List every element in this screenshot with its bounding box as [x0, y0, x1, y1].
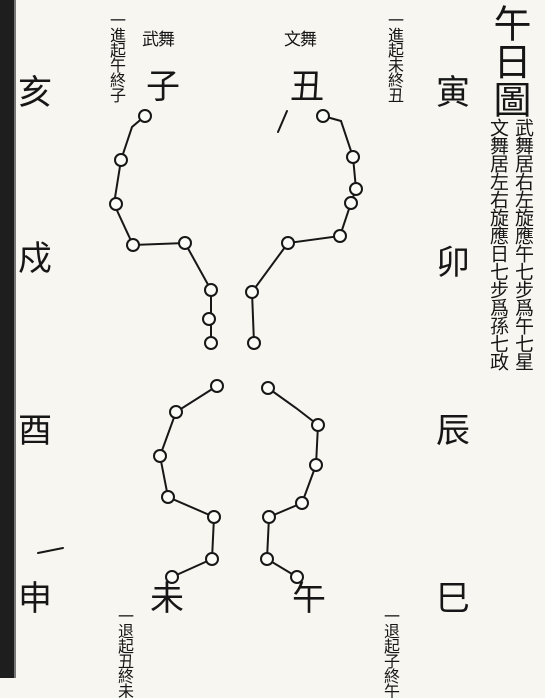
branch-yin: 寅 [436, 73, 470, 113]
binding-shadow [14, 0, 16, 678]
wu-dancers-label: 武舞 [142, 30, 175, 50]
branch-wu: 午 [292, 579, 326, 619]
dance-path-diagram [37, 109, 363, 584]
note-line-1: 武舞居右左旋應午七步爲午七星 [511, 118, 534, 370]
branch-you: 酉 [18, 411, 52, 451]
branch-wei: 未 [150, 579, 184, 619]
branch-hai: 亥 [18, 73, 52, 113]
wen-dancers-label: 文舞 [284, 30, 317, 50]
branch-chou: 丑 [290, 67, 324, 107]
branch-chen: 辰 [436, 411, 470, 451]
bottom-right-path [265, 387, 320, 578]
stray-stroke-left [37, 547, 64, 554]
note-line-2: 文舞居左右旋應日七步爲孫七政 [486, 118, 509, 370]
binding-edge [0, 0, 14, 678]
branch-mao: 卯 [436, 243, 470, 283]
diagram-page: 午日圖 武舞居右左旋應午七步爲午七星 文舞居左右旋應日七步爲孫七政 一進起午終子… [0, 0, 534, 698]
branch-shen: 申 [18, 579, 52, 619]
branch-si: 巳 [436, 579, 470, 619]
page-title: 午日圖 [487, 4, 531, 118]
stray-stroke-top [277, 110, 288, 133]
branch-xu: 戍 [18, 239, 52, 279]
bottom-left-path [158, 385, 218, 578]
branch-zi: 子 [146, 67, 180, 107]
top-left-path [112, 115, 212, 344]
